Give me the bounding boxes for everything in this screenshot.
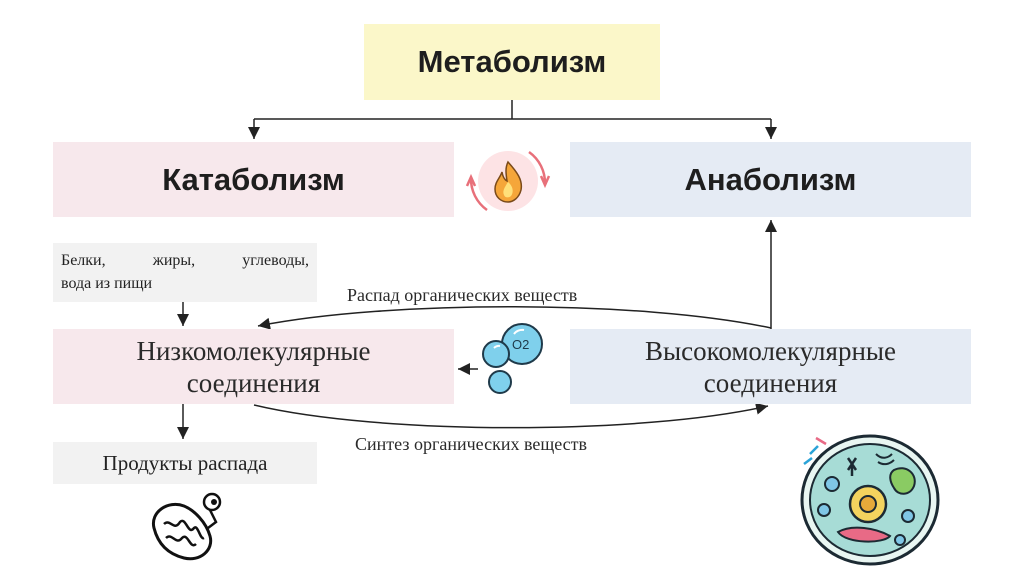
low-molecular-line1: Низкомолекулярные <box>136 335 371 366</box>
mitochondria-icon <box>151 492 222 561</box>
metabolism-box: Метаболизм <box>364 24 660 100</box>
o2-label: O2 <box>512 337 529 352</box>
cycle-fire-icon <box>465 150 551 212</box>
high-molecular-line1: Высокомолекулярные <box>644 335 897 366</box>
catabolism-label: Катаболизм <box>162 161 345 197</box>
decay-curve-arrow <box>257 306 772 330</box>
metab-to-branches-line <box>254 100 771 120</box>
low-molecular-box: Низкомолекулярные соединения <box>53 329 454 404</box>
catabolism-box: Катаболизм <box>53 142 454 217</box>
oxygen-bubbles-icon: O2 <box>482 323 543 394</box>
anabolism-label: Анаболизм <box>684 161 857 197</box>
high-molecular-box: Высокомолекулярные соединения <box>570 329 971 404</box>
synthesis-curve-arrow <box>253 402 769 429</box>
low-molecular-line2: соединения <box>186 367 321 398</box>
high-molecular-line2: соединения <box>703 367 838 398</box>
decay-label: Распад органических веществ <box>347 285 578 305</box>
food-line2: вода из пищи <box>61 275 153 292</box>
food-line1: Белки, жиры, углеводы, <box>61 252 309 269</box>
metabolism-label: Метаболизм <box>417 44 607 79</box>
anabolism-box: Анаболизм <box>570 142 971 217</box>
products-label: Продукты распада <box>102 450 268 475</box>
food-box: Белки, жиры, углеводы, вода из пищи <box>53 243 317 302</box>
products-box: Продукты распада <box>53 442 317 484</box>
synthesis-label: Синтез органических веществ <box>355 434 587 454</box>
cell-icon <box>800 434 940 566</box>
